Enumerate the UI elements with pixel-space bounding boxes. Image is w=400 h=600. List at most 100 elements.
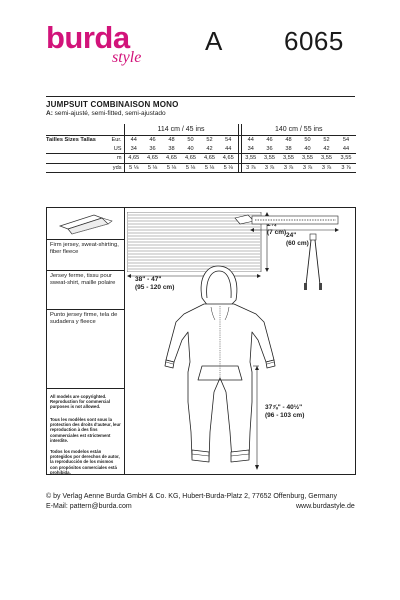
yards-value: 3 ⅞ bbox=[241, 163, 260, 173]
eur-size: 52 bbox=[323, 137, 330, 143]
fabric-divider bbox=[46, 239, 125, 240]
legal-text-en: All models are copyrighted. Reproduction… bbox=[50, 394, 110, 410]
fabric-text-en: Firm jersey, sweat-shirting, fiber fleec… bbox=[50, 242, 119, 255]
fit-label: A: bbox=[46, 110, 53, 117]
fabric-divider bbox=[46, 388, 125, 389]
size-yardage-table: 114 cm / 45 ins 140 cm / 55 ins Tailles … bbox=[46, 124, 356, 173]
yards-value: 3 ⅞ bbox=[279, 163, 298, 173]
us-size: 44 bbox=[219, 144, 238, 154]
yards-row: yds 5 ⅛ 5 ⅛ 5 ⅛ 5 ⅛ 5 ⅛ 5 ⅛ 3 ⅞ 3 ⅞ 3 ⅞ … bbox=[46, 163, 356, 173]
zipper-length-cm: (60 cm) bbox=[286, 240, 309, 247]
eur-size: 44 bbox=[247, 137, 254, 143]
ribbing-width-cm: (95 - 120 cm) bbox=[135, 284, 175, 291]
yards-value: 5 ⅛ bbox=[181, 163, 200, 173]
ribbing-width-arrow-icon bbox=[127, 274, 261, 278]
m-label: m bbox=[104, 153, 125, 164]
zipper-length-arrow-icon bbox=[250, 228, 339, 232]
ribbing-height-in: 2¾" bbox=[267, 221, 280, 228]
illustration-frame bbox=[46, 207, 356, 475]
meters-value: 4,65 bbox=[200, 153, 219, 164]
legal-text-es: Todos los modelos están protegidos por d… bbox=[50, 449, 120, 475]
fabric-width-114: 114 cm / 45 ins bbox=[124, 124, 238, 136]
us-size: 36 bbox=[260, 144, 279, 154]
fabric-divider bbox=[46, 309, 125, 310]
copyright-text: © by Verlag Aenne Burda GmbH & Co. KG, H… bbox=[46, 493, 338, 500]
garment-title: JUMPSUIT COMBINAISON MONO bbox=[46, 100, 179, 109]
size-label: Tailles Sizes Tallas bbox=[46, 137, 96, 143]
us-size: 42 bbox=[317, 144, 336, 154]
yards-value: 5 ⅛ bbox=[219, 163, 238, 173]
yards-value: 3 ⅞ bbox=[317, 163, 336, 173]
us-size: 42 bbox=[200, 144, 219, 154]
meters-value: 4,65 bbox=[181, 153, 200, 164]
eur-size: 44 bbox=[130, 137, 137, 143]
meters-value: 4,65 bbox=[124, 153, 143, 164]
eur-size: 54 bbox=[342, 137, 350, 143]
yards-value: 3 ⅞ bbox=[336, 163, 356, 173]
fabric-width-140: 140 cm / 55 ins bbox=[241, 124, 356, 136]
yards-value: 5 ⅛ bbox=[162, 163, 181, 173]
meters-value: 3,55 bbox=[298, 153, 317, 164]
us-size: 40 bbox=[298, 144, 317, 154]
fabric-divider bbox=[46, 270, 125, 271]
meters-value: 3,55 bbox=[241, 153, 260, 164]
leg-length-cm: (96 - 103 cm) bbox=[265, 412, 305, 419]
eur-size-row: Tailles Sizes Tallas Eur. 44 46 48 50 52… bbox=[46, 135, 356, 145]
eur-size: 48 bbox=[285, 137, 292, 143]
fabric-text-es: Punto jersey firme, tela de sudadera y f… bbox=[50, 312, 118, 325]
yards-value: 5 ⅛ bbox=[143, 163, 162, 173]
eur-size: 46 bbox=[149, 137, 156, 143]
fit-description: A: semi-ajusté, semi-fitted, semi-ajusta… bbox=[46, 110, 166, 117]
brand-logo: burda bbox=[46, 20, 130, 55]
fabric-column bbox=[46, 207, 125, 475]
us-label: US bbox=[104, 144, 125, 154]
us-size: 40 bbox=[181, 144, 200, 154]
meters-value: 3,55 bbox=[279, 153, 298, 164]
email-text: E-Mail: pattern@burda.com bbox=[46, 503, 132, 510]
yards-value: 3 ⅞ bbox=[260, 163, 279, 173]
us-size: 38 bbox=[279, 144, 298, 154]
us-size: 44 bbox=[336, 144, 356, 154]
yards-value: 5 ⅛ bbox=[124, 163, 143, 173]
eur-size: 46 bbox=[266, 137, 273, 143]
leg-length-arrow-icon bbox=[253, 365, 259, 470]
zipper-length-in: 24" bbox=[286, 232, 297, 239]
meters-value: 3,55 bbox=[260, 153, 279, 164]
fabric-text-fr: Jersey ferme, tissu pour sweat-shirt, ma… bbox=[50, 273, 116, 286]
fabric-swatch-icon bbox=[58, 214, 113, 235]
us-size-row: US 34 36 38 40 42 44 34 36 38 40 42 44 bbox=[46, 144, 356, 154]
eur-size: 50 bbox=[187, 137, 194, 143]
jumpsuit-illustration bbox=[164, 265, 276, 463]
meters-value: 4,65 bbox=[143, 153, 162, 164]
us-size: 34 bbox=[241, 144, 260, 154]
pattern-number: 6065 bbox=[284, 26, 344, 56]
ribbing-width-in: 38" - 47" bbox=[135, 276, 162, 283]
legal-text-fr: Tous les modèles sont sous la protection… bbox=[50, 417, 121, 443]
yards-value: 3 ⅞ bbox=[298, 163, 317, 173]
yds-label: yds bbox=[104, 163, 125, 173]
ribbing-height-cm: (7 cm) bbox=[267, 229, 287, 236]
fabric-width-row: 114 cm / 45 ins 140 cm / 55 ins bbox=[46, 124, 356, 136]
us-size: 34 bbox=[124, 144, 143, 154]
us-size: 36 bbox=[143, 144, 162, 154]
zipper-icon bbox=[234, 214, 339, 225]
eur-size: 48 bbox=[168, 137, 175, 143]
leg-length-in: 37⅞" - 40½" bbox=[265, 404, 303, 411]
fit-text: semi-ajusté, semi-fitted, semi-ajustado bbox=[54, 110, 166, 117]
view-letter: A bbox=[205, 26, 223, 56]
meters-value: 4,65 bbox=[219, 153, 238, 164]
meters-row: m 4,65 4,65 4,65 4,65 4,65 4,65 3,55 3,5… bbox=[46, 153, 356, 164]
eur-size: 54 bbox=[225, 137, 232, 143]
eur-label: Eur. bbox=[104, 135, 125, 145]
eur-size: 52 bbox=[206, 137, 213, 143]
meters-value: 4,65 bbox=[162, 153, 181, 164]
meters-value: 3,55 bbox=[317, 153, 336, 164]
website-link[interactable]: www.burdastyle.de bbox=[296, 503, 355, 510]
eur-size: 50 bbox=[304, 137, 311, 143]
drawstring-cord-icon bbox=[304, 233, 322, 290]
header-divider bbox=[46, 96, 355, 97]
yards-value: 5 ⅛ bbox=[200, 163, 219, 173]
meters-value: 3,55 bbox=[336, 153, 356, 164]
brand-logo-sub: style bbox=[112, 49, 142, 66]
us-size: 38 bbox=[162, 144, 181, 154]
